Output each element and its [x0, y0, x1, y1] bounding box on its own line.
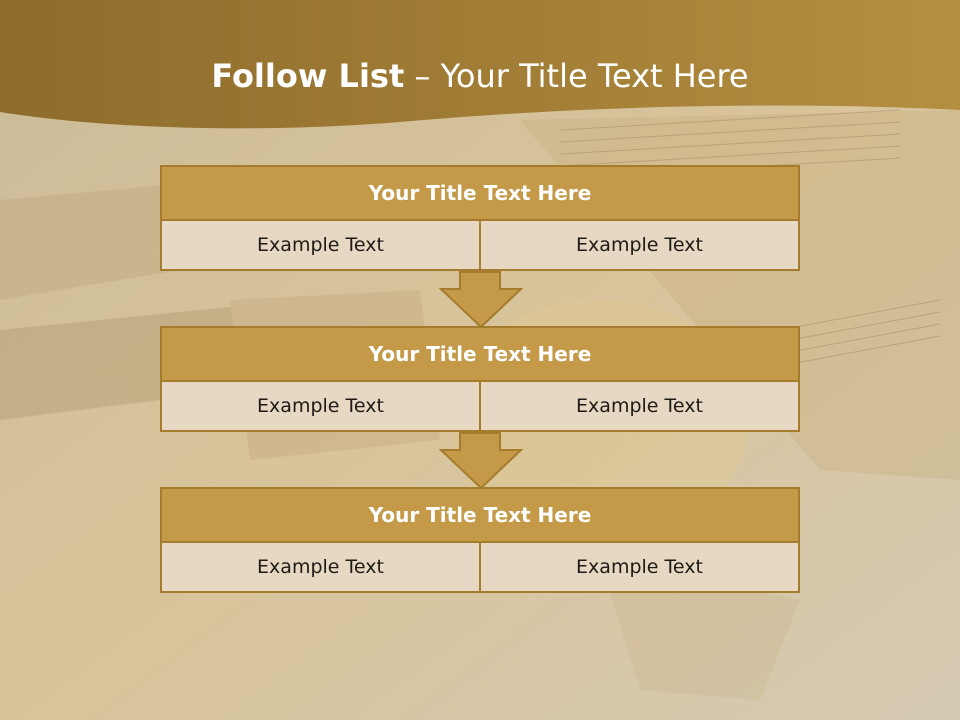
- down-arrow-1-icon: [439, 271, 523, 329]
- block-3-cell-right: Example Text: [481, 543, 800, 593]
- block-2-row: Example Text Example Text: [160, 382, 800, 432]
- slide-title-bold: Follow List: [211, 57, 405, 95]
- down-arrow-2-icon: [439, 432, 523, 490]
- block-2-cell-left: Example Text: [160, 382, 481, 432]
- block-2-cell-right: Example Text: [481, 382, 800, 432]
- list-block-1: Your Title Text Here Example Text Exampl…: [160, 165, 800, 271]
- list-block-3: Your Title Text Here Example Text Exampl…: [160, 487, 800, 593]
- block-1-header: Your Title Text Here: [160, 165, 800, 221]
- slide-title-rest: – Your Title Text Here: [404, 57, 749, 95]
- block-3-cell-left: Example Text: [160, 543, 481, 593]
- block-3-header: Your Title Text Here: [160, 487, 800, 543]
- slide-title: Follow List – Your Title Text Here: [0, 54, 960, 98]
- block-2-header: Your Title Text Here: [160, 326, 800, 382]
- block-1-row: Example Text Example Text: [160, 221, 800, 271]
- block-1-cell-right: Example Text: [481, 221, 800, 271]
- block-1-cell-left: Example Text: [160, 221, 481, 271]
- block-3-row: Example Text Example Text: [160, 543, 800, 593]
- list-block-2: Your Title Text Here Example Text Exampl…: [160, 326, 800, 432]
